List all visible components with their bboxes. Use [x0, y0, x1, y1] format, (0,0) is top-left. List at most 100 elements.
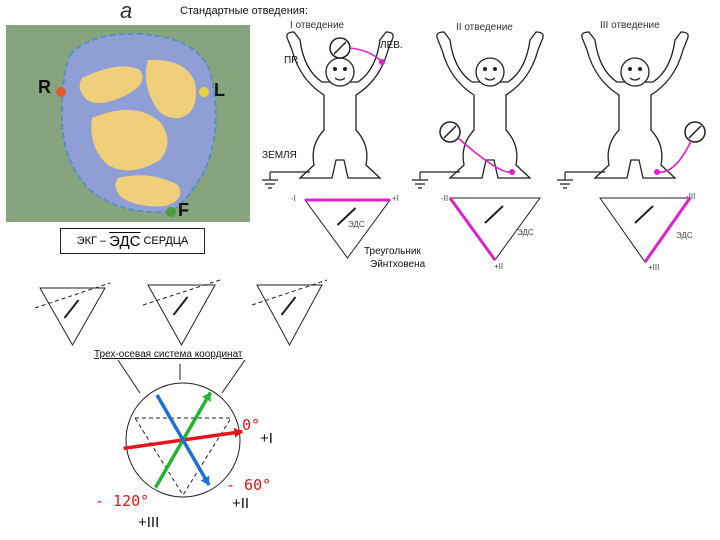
- figure-mouth: [334, 77, 346, 81]
- ground-symbol: [557, 171, 605, 189]
- header-title: Стандартные отведения:: [180, 5, 308, 17]
- pointer-arrow: [117, 359, 141, 394]
- einthoven-triangles: [304, 197, 692, 263]
- einthoven-line1: Треугольник: [364, 246, 421, 257]
- triaxial-system: [117, 359, 246, 498]
- angle-minus-60: - 60°: [226, 476, 272, 494]
- panel-letter: a: [120, 0, 133, 23]
- sign-plus-i: +I: [392, 194, 399, 203]
- sign-minus-iii: -III: [686, 192, 696, 201]
- heart-chamber: [91, 109, 168, 171]
- eds-vector: [172, 296, 189, 316]
- label-left-hand: ЛЕВ.: [380, 40, 403, 51]
- figure-body: [436, 31, 544, 179]
- sign-minus-i: -I: [291, 194, 296, 203]
- lead-figure-2: [412, 31, 544, 189]
- figure-eye: [343, 67, 347, 71]
- ecg-box: ЭКГ – ЭДС СЕРДЦА: [60, 228, 205, 254]
- lead-axis-highlight: [448, 197, 497, 261]
- eds-vector: [634, 205, 654, 224]
- projection-triangle: [34, 282, 111, 347]
- figure-eye: [483, 67, 487, 71]
- einthoven-line2: Эйнтховена: [370, 259, 426, 270]
- triangle-outline: [599, 197, 691, 263]
- galvanometer-needle: [333, 41, 347, 55]
- electrode-dot: [654, 169, 660, 175]
- heart-chamber: [145, 59, 196, 119]
- triaxial-triangle: [134, 417, 232, 496]
- triaxial-circle: [125, 382, 241, 498]
- sign-plus-ii: +II: [494, 262, 504, 271]
- einthoven-triangle: [599, 197, 692, 263]
- electrode-l: [199, 87, 209, 97]
- lead-figures: [262, 31, 706, 189]
- triangle-outline: [256, 284, 323, 347]
- electrode-dot: [509, 169, 515, 175]
- lead-axis-highlight: [643, 197, 692, 263]
- triaxial-title: Трех-осевая система координат: [94, 349, 243, 360]
- lead-title-ii: II отведение: [456, 22, 513, 33]
- angle-plus-i: +I: [260, 430, 273, 447]
- figure-eye: [628, 67, 632, 71]
- figure-body: [581, 31, 689, 179]
- angle-zero: 0°: [242, 416, 261, 434]
- galvanometer-needle: [443, 125, 457, 139]
- heart-chamber: [115, 175, 181, 207]
- torso-illustration: [6, 25, 250, 222]
- angle-plus-ii: +II: [232, 495, 250, 512]
- eds-label-iii: ЭДС: [676, 231, 693, 240]
- triangle-outline: [147, 284, 216, 347]
- lead-title-iii: III отведение: [600, 20, 660, 31]
- projection-line: [142, 279, 221, 306]
- pointer-arrow: [221, 359, 246, 394]
- eds-label-ii: ЭДС: [517, 228, 534, 237]
- ecg-prefix: ЭКГ –: [76, 235, 107, 247]
- figure-body: [286, 31, 394, 179]
- figure-head: [475, 57, 505, 87]
- lead-i-axis-arrowhead: [233, 427, 243, 438]
- angle-plus-iii: +III: [138, 514, 160, 531]
- eds-vector: [63, 299, 80, 319]
- lead-title-i: I отведение: [290, 20, 345, 31]
- einthoven-triangle: [304, 198, 391, 259]
- lead-iii-axis: [155, 394, 211, 486]
- projection-triangle: [142, 279, 221, 347]
- lead-figure-3: [557, 31, 706, 189]
- figure-eye: [333, 67, 337, 71]
- lead-figure-1: [262, 31, 394, 189]
- heart-chamber: [79, 66, 143, 103]
- electrode-label-l: L: [214, 80, 225, 100]
- figure-eye: [638, 67, 642, 71]
- projection-line: [34, 282, 111, 309]
- figure-mouth: [629, 77, 641, 81]
- projection-triangle: [251, 279, 328, 347]
- electrode-dot: [379, 59, 385, 65]
- lead-ii-axis-arrowhead: [202, 392, 211, 402]
- galvanometer-needle: [688, 125, 702, 139]
- projection-line: [251, 279, 328, 306]
- electrode-label-r: R: [38, 77, 51, 97]
- projection-triangles: [34, 279, 328, 347]
- ground-symbol: [262, 171, 310, 189]
- eds-vector: [336, 207, 357, 226]
- ground-symbol: [412, 171, 460, 189]
- lead-iii-axis-arrowhead: [200, 475, 210, 486]
- eds-vector: [280, 296, 297, 316]
- einthoven-triangle: [448, 197, 541, 261]
- angle-minus-120: - 120°: [95, 492, 150, 510]
- ecg-suffix: СЕРДЦА: [143, 235, 189, 247]
- eds-label-i: ЭДС: [348, 220, 365, 229]
- figure-eye: [493, 67, 497, 71]
- sign-minus-ii: -II: [441, 194, 449, 203]
- ecg-eds: ЭДС: [109, 232, 141, 250]
- label-ground: ЗЕМЛЯ: [262, 150, 297, 161]
- figure-mouth: [484, 77, 496, 81]
- figure-head: [325, 57, 355, 87]
- sign-plus-iii: +III: [648, 263, 660, 272]
- label-right-hand: ПР.: [284, 55, 299, 66]
- electrode-label-f: F: [178, 200, 189, 220]
- electrode-f: [166, 207, 176, 217]
- figure-head: [620, 57, 650, 87]
